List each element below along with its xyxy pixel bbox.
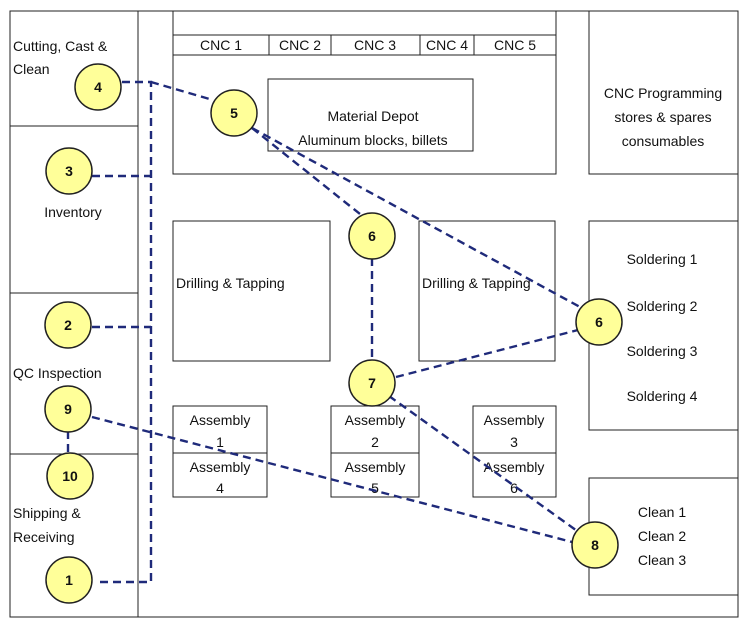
soldering-4-label: Soldering 4 (627, 388, 698, 404)
assembly-3-6-box (472, 405, 557, 498)
cnc-2-label: CNC 2 (279, 37, 321, 53)
material-depot-box (267, 78, 474, 152)
assembly-3-label: Assembly (484, 412, 545, 428)
assembly-1-number: 1 (216, 434, 224, 450)
node-7-circle (348, 359, 396, 407)
assembly-1-4-box (172, 405, 268, 498)
node-3: 3 (45, 147, 93, 195)
node-6-soldering: 6 (575, 298, 623, 346)
cnc-5-label: CNC 5 (494, 37, 536, 53)
clean-3-label: Clean 3 (638, 552, 686, 568)
drilling-left-box (172, 220, 331, 362)
node-8-label: 8 (591, 537, 599, 553)
node-10-label: 10 (62, 468, 78, 484)
material-depot-label-line2: Aluminum blocks, billets (298, 132, 447, 148)
assembly-1-label: Assembly (190, 412, 251, 428)
flow-5-to-6b (251, 126, 581, 309)
cutting-area: Cutting, Cast & Clean (13, 38, 108, 77)
cnc-programming-label-line3: consumables (622, 133, 705, 149)
assembly-2-number: 2 (371, 434, 379, 450)
assembly-5-label: Assembly (345, 459, 406, 475)
node-5-label: 5 (230, 105, 238, 121)
cnc-programming-label-line1: CNC Programming (604, 85, 722, 101)
assembly-4-number: 4 (216, 480, 224, 496)
cutting-label-line1: Cutting, Cast & (13, 38, 108, 54)
node-10: 10 (46, 452, 94, 500)
node-3-label: 3 (65, 163, 73, 179)
clean-2-label: Clean 2 (638, 528, 686, 544)
node-4: 4 (74, 63, 122, 111)
node-6-soldering-label: 6 (595, 314, 603, 330)
soldering-2-label: Soldering 2 (627, 298, 698, 314)
assembly-3-number: 3 (510, 434, 518, 450)
drilling-left-label: Drilling & Tapping (176, 275, 285, 291)
cnc-area: CNC 1 CNC 2 CNC 3 CNC 4 CNC 5 (172, 10, 557, 175)
soldering-1-label: Soldering 1 (627, 251, 698, 267)
material-depot: Material Depot Aluminum blocks, billets (267, 78, 474, 152)
node-3-circle (45, 147, 93, 195)
node-5-circle (210, 89, 258, 137)
shipping-label-line1: Shipping & (13, 505, 81, 521)
node-2: 2 (44, 301, 92, 349)
flow-5-to-6a (251, 127, 366, 219)
cnc-programming-area: CNC Programming stores & spares consumab… (588, 10, 739, 175)
cnc-1-label: CNC 1 (200, 37, 242, 53)
node-8: 8 (571, 521, 619, 569)
qc-inspection-label: QC Inspection (13, 365, 102, 381)
drilling-right-label: Drilling & Tapping (422, 275, 531, 291)
node-6-drilling: 6 (348, 212, 396, 260)
node-6-soldering-circle (575, 298, 623, 346)
drilling-tapping-right: Drilling & Tapping (418, 220, 556, 362)
flow-4-to-5 (150, 80, 214, 102)
node-1-circle (45, 556, 93, 604)
flow-9-to-8 (91, 415, 573, 544)
flow-7-to-6b (395, 328, 579, 379)
node-2-circle (44, 301, 92, 349)
cnc-3-label: CNC 3 (354, 37, 396, 53)
inventory-label: Inventory (44, 204, 102, 220)
flow-7-to-8 (388, 395, 581, 534)
flow-spine-1-to-4 (100, 80, 153, 584)
node-9: 9 (44, 385, 92, 433)
node-10-circle (46, 452, 94, 500)
assembly-4-label: Assembly (190, 459, 251, 475)
assembly-2-label: Assembly (345, 412, 406, 428)
node-7-label: 7 (368, 375, 376, 391)
cnc-programming-box (588, 10, 739, 175)
node-4-label: 4 (94, 79, 102, 95)
clean-area: Clean 1 Clean 2 Clean 3 (588, 477, 739, 596)
drilling-right-box (418, 220, 556, 362)
soldering-3-label: Soldering 3 (627, 343, 698, 359)
node-4-circle (74, 63, 122, 111)
shipping-area: Shipping & Receiving (13, 505, 81, 545)
drilling-tapping-left: Drilling & Tapping (172, 220, 331, 362)
cnc-4-label: CNC 4 (426, 37, 468, 53)
flow-nodes: 4 3 2 9 10 1 5 6 (44, 63, 623, 604)
cnc-programming-label-line2: stores & spares (614, 109, 711, 125)
node-8-circle (571, 521, 619, 569)
node-6-drilling-label: 6 (368, 228, 376, 244)
material-depot-label-line1: Material Depot (327, 108, 418, 124)
node-5: 5 (210, 89, 258, 137)
node-1: 1 (45, 556, 93, 604)
node-7: 7 (348, 359, 396, 407)
material-flow-lines (66, 80, 581, 584)
node-9-label: 9 (64, 401, 72, 417)
cnc-area-box (172, 10, 557, 175)
assembly-6-number: 6 (510, 480, 518, 496)
shipping-label-line2: Receiving (13, 529, 74, 545)
assembly-stations: Assembly 1 Assembly 2 Assembly 3 Assembl… (172, 405, 557, 498)
floor-outline (9, 10, 739, 618)
node-1-label: 1 (65, 572, 73, 588)
assembly-5-number: 5 (371, 480, 379, 496)
clean-1-label: Clean 1 (638, 504, 686, 520)
node-2-label: 2 (64, 317, 72, 333)
node-6-drilling-circle (348, 212, 396, 260)
node-9-circle (44, 385, 92, 433)
assembly-6-label: Assembly (484, 459, 545, 475)
cutting-label-line2: Clean (13, 61, 50, 77)
